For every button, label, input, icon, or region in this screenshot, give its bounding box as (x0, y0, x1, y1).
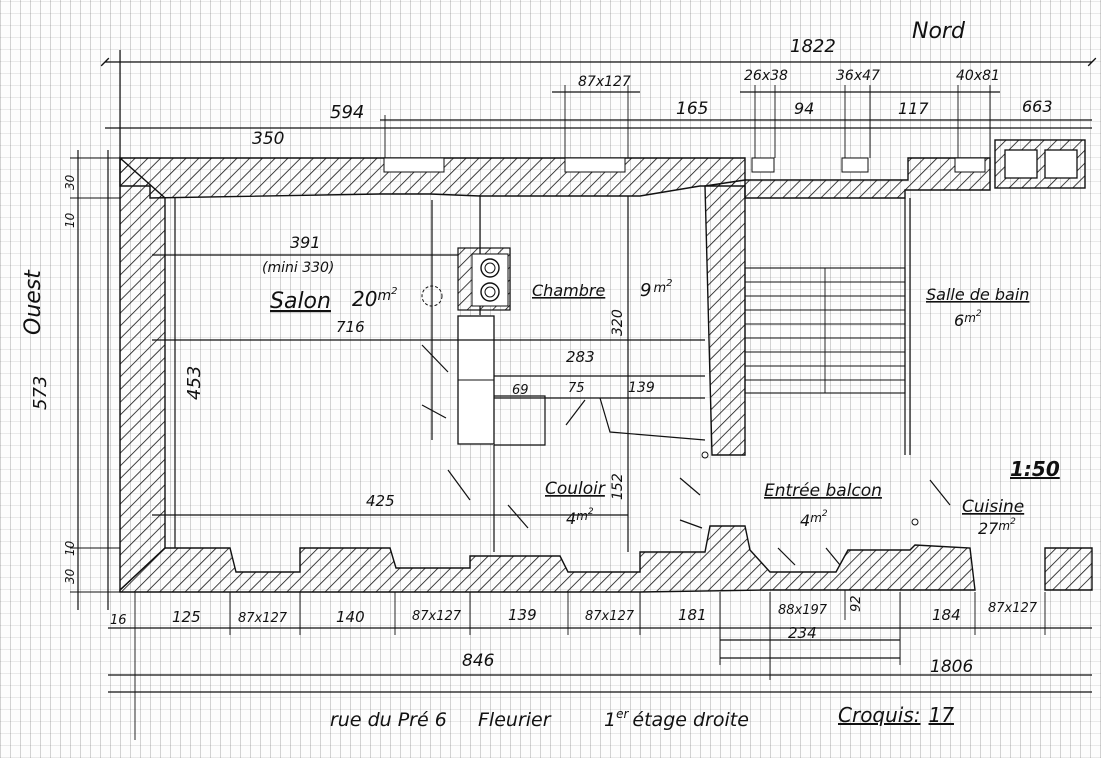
dim-left-10-b: 10 (63, 540, 77, 556)
dim-139-bottom: 139 (508, 606, 537, 624)
dim-left-30: 30 (63, 174, 77, 190)
dim-139: 139 (628, 380, 655, 396)
dim-window-top-4: 40x81 (956, 68, 1000, 84)
caption-sketch: Croquis:17 (838, 703, 954, 727)
dim-165: 165 (676, 99, 708, 119)
dim-total-top: 1822 (790, 36, 836, 57)
dim-453: 453 (184, 366, 205, 400)
dim-window-top-1: 87x127 (578, 74, 631, 90)
dim-573: 573 (30, 376, 51, 410)
dim-184: 184 (932, 606, 961, 624)
room-name-salon: Salon (270, 289, 331, 314)
dim-283: 283 (566, 348, 595, 366)
dim-window-bottom-3: 87x127 (585, 609, 635, 624)
entree-balcon-area: 4m2 (800, 509, 828, 530)
dim-1806: 1806 (930, 657, 973, 677)
salon-min-width: (mini 330) (262, 260, 334, 276)
windows-top (383, 157, 986, 173)
wall-partition-stairs (704, 179, 746, 456)
window-top-4 (841, 157, 869, 173)
stove-ring-2 (480, 282, 500, 302)
dim-75: 75 (568, 381, 585, 396)
direction-north: Nord (912, 19, 966, 44)
dim-152: 152 (610, 473, 626, 500)
stove-ring-1 (480, 258, 500, 278)
salon-area: 20m2 (352, 286, 397, 311)
room-name-salle-de-bain: Salle de bain (926, 285, 1029, 304)
dim-663: 663 (1022, 97, 1053, 116)
dim-left-10: 10 (63, 212, 77, 228)
dim-140: 140 (336, 608, 365, 626)
dim-window-top-3: 36x47 (836, 68, 880, 84)
dim-window-top-2: 26x38 (744, 68, 788, 84)
dim-594: 594 (330, 102, 364, 123)
dim-94: 94 (794, 99, 814, 118)
salle-de-bain-area: 6m2 (954, 309, 982, 330)
room-name-entree-balcon: Entrée balcon (764, 481, 882, 501)
room-name-cuisine: Cuisine (962, 497, 1024, 517)
chimney-flue-1 (1004, 149, 1038, 179)
dim-door-balcon: 88x197 (778, 603, 828, 618)
dim-425: 425 (366, 492, 395, 510)
dim-window-bottom-1: 87x127 (238, 611, 288, 626)
dim-716: 716 (336, 318, 365, 336)
caption-town: Fleurier (478, 709, 552, 731)
dim-117: 117 (898, 99, 929, 118)
chimney-flue-2 (1044, 149, 1078, 179)
interior-lines (421, 196, 951, 566)
window-top-1 (383, 157, 445, 173)
couloir-area: 4m2 (566, 507, 594, 528)
dim-234: 234 (788, 624, 817, 642)
walls (119, 139, 1093, 593)
caption-address: rue du Pré 6 (330, 709, 447, 731)
room-name-chambre: Chambre (532, 281, 605, 300)
dim-window-bottom-4: 87x127 (988, 601, 1038, 616)
dim-181: 181 (678, 606, 707, 624)
staircase (744, 267, 906, 394)
dim-69: 69 (512, 383, 529, 398)
dim-320: 320 (610, 309, 626, 336)
dim-window-bottom-2: 87x127 (412, 609, 462, 624)
window-top-5 (954, 157, 986, 173)
dim-92: 92 (849, 595, 864, 612)
direction-west: Ouest (21, 269, 46, 335)
dim-left-30-b: 30 (63, 568, 77, 584)
wall-bottom-right (1044, 547, 1093, 591)
dim-16: 16 (110, 613, 127, 628)
wall-bottom (119, 525, 976, 593)
room-name-couloir: Couloir (545, 479, 606, 499)
scale-label: 1:50 (1010, 457, 1060, 481)
dim-846: 846 (462, 651, 495, 671)
window-top-3 (751, 157, 775, 173)
dim-125: 125 (172, 608, 201, 626)
dimension-lines (70, 50, 1097, 740)
window-top-2 (564, 157, 626, 173)
salon-width: 391 (290, 233, 321, 252)
cuisine-area: 27m2 (978, 517, 1016, 538)
wall-left (119, 156, 166, 592)
labels: 1822 Nord 594 350 87x127 165 26x38 94 36… (21, 19, 1060, 731)
dim-350: 350 (252, 129, 284, 149)
